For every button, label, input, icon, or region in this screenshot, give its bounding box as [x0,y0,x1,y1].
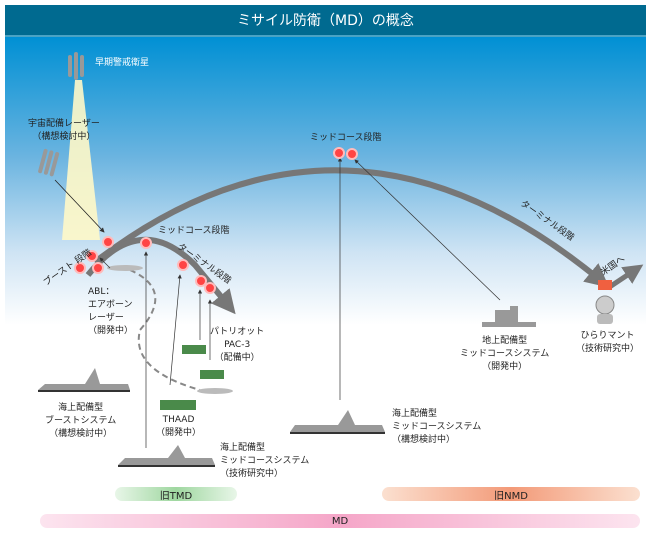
label-abl: ABL：エアボーンレーザー（開発中） [88,287,134,336]
label-sea-midcourse-b: 海上配備型ミッドコースシステム（構想検討中） [392,409,482,445]
label-space-laser: 宇宙配備レーザー（構想検討中） [28,119,100,142]
label-midcourse-short: ミッドコース段階 [158,226,230,236]
space-laser-icon [38,148,60,177]
to-us-arrow [606,264,644,291]
satellite-icon [68,52,84,80]
label-midcourse: ミッドコース段階 [310,133,382,143]
aircraft-icon [107,265,233,394]
aircraft-path [129,269,201,391]
satellite-beam [62,80,100,240]
bar-md: MD [40,514,640,528]
label-hirari: ひらりマント（技術研究中） [576,331,640,354]
page-title: ミサイル防衛（MD）の概念 [5,5,646,37]
label-ground-midcourse: 地上配備型ミッドコースシステム（開発中） [460,336,550,372]
bar-tmd: 旧TMD [115,487,237,502]
hirari-cape [598,280,612,290]
label-thaad: THAAD（開発中） [156,415,202,438]
label-sea-midcourse: 海上配備型ミッドコースシステム（技術研究中） [220,443,310,479]
label-early-warning: 早期警戒衛星 [95,58,150,68]
explosion-icons [74,147,358,294]
sky-background [5,37,646,517]
ground-radar-icon [482,306,536,327]
patriot-launcher-icon [160,345,224,410]
main-trajectory [93,167,610,288]
bar-nmd: 旧NMD [382,487,640,502]
ship-icon [38,368,385,465]
label-sea-boost: 海上配備型ブーストシステム（構想検討中） [45,403,117,439]
hirari-robot [595,295,615,315]
